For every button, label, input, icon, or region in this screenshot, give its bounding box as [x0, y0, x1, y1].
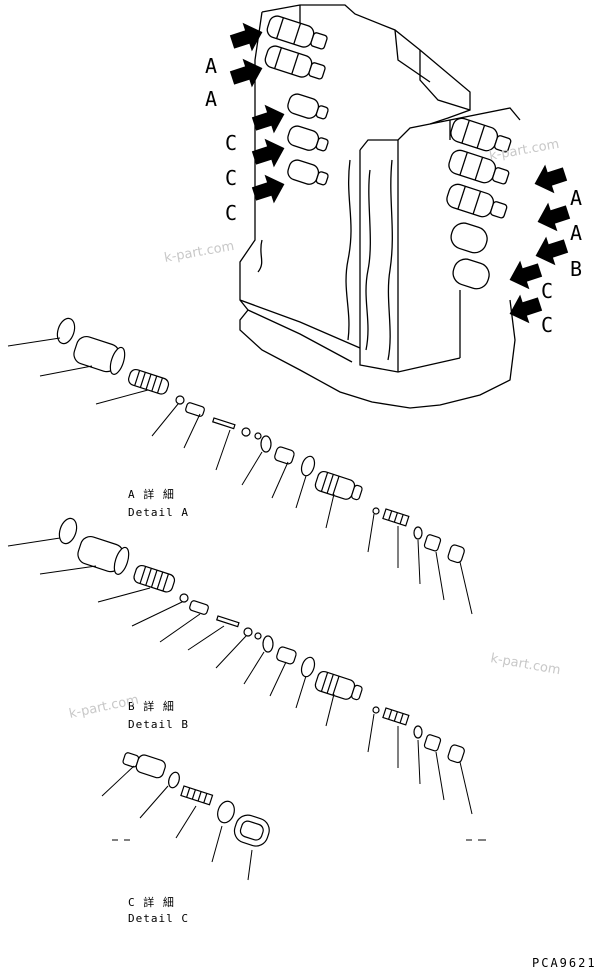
- detail-a-caption: A 詳 細 Detail A: [128, 487, 189, 519]
- watermarks: k-part.com k-part.com k-part.com k-part.…: [68, 137, 562, 722]
- valve-label: A: [570, 221, 582, 245]
- valve-label: C: [225, 201, 237, 225]
- detail-c-title: C 詳 細: [128, 895, 175, 909]
- valve-labels-left: A A C C C: [205, 54, 237, 225]
- detail-c-exploded-parts: [122, 752, 270, 847]
- valve-label: B: [570, 257, 582, 281]
- detail-c-subtitle: Detail C: [128, 912, 189, 925]
- detail-a-subtitle: Detail A: [128, 506, 189, 519]
- detail-b-title: B 詳 細: [128, 699, 175, 713]
- detail-b-subtitle: Detail B: [128, 718, 189, 731]
- detail-c-caption: C 詳 細 Detail C: [128, 895, 189, 925]
- valve-label: A: [570, 186, 582, 210]
- detail-b-exploded-parts: [58, 517, 465, 764]
- valve-label: C: [541, 279, 553, 303]
- detail-a-title: A 詳 細: [128, 487, 175, 501]
- valve-labels-right: A A B C C: [541, 186, 582, 337]
- arrow-icon: [532, 197, 573, 237]
- arrow-icon: [227, 53, 268, 93]
- detail-b-leader-lines: [7, 537, 473, 815]
- detail-c-leader-lines: [101, 765, 486, 881]
- detail-a-exploded-parts: [56, 317, 465, 564]
- valve-cartridges-left: [264, 15, 329, 186]
- figure-code: PCA9621: [532, 956, 597, 970]
- valve-label: A: [205, 54, 217, 78]
- detail-b-caption: B 詳 細 Detail B: [128, 699, 189, 731]
- detail-a-leader-lines: [7, 337, 473, 615]
- valve-label: C: [225, 166, 237, 190]
- valve-label: C: [225, 131, 237, 155]
- valve-label: C: [541, 313, 553, 337]
- watermark-text: k-part.com: [163, 239, 235, 266]
- valve-cartridges-right: [446, 117, 512, 290]
- arrow-icon: [504, 255, 545, 295]
- arrow-icon: [227, 17, 268, 57]
- valve-label: A: [205, 87, 217, 111]
- watermark-text: k-part.com: [489, 651, 561, 678]
- valve-body: [239, 4, 521, 409]
- arrows-right: [504, 159, 573, 329]
- arrow-icon: [529, 159, 570, 199]
